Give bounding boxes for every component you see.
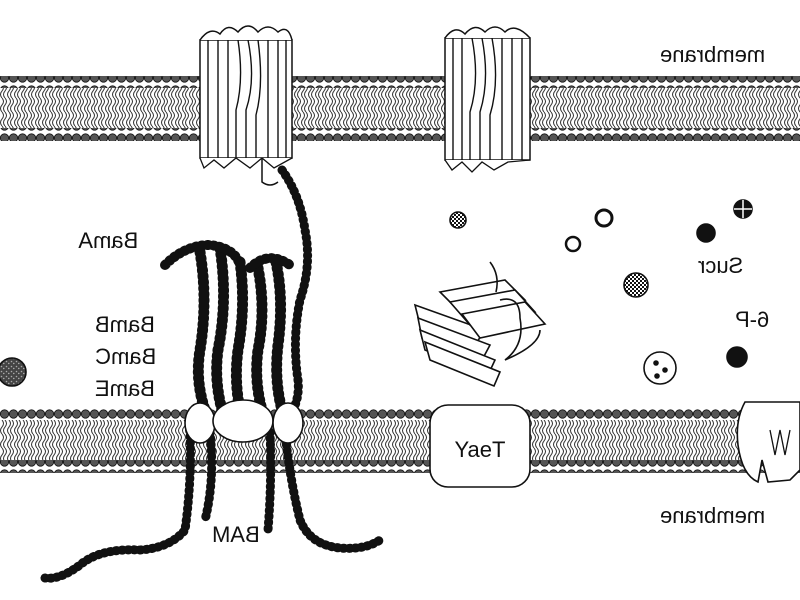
bam-complex-label: BAM — [212, 522, 260, 547]
bame-label: BamE — [95, 376, 155, 401]
outer-membrane-label: membrane — [660, 42, 765, 67]
bama-label: BamA — [78, 228, 138, 253]
molecule-2 — [594, 208, 614, 228]
molecule-3 — [564, 235, 582, 253]
small-molecules — [0, 199, 753, 387]
outer-membrane — [0, 76, 800, 141]
sucr-label: Sucr — [698, 253, 743, 278]
molecule-7 — [643, 351, 677, 385]
molecule-1 — [449, 211, 467, 229]
bamc-label: BamC — [95, 344, 156, 369]
yaet-label: YaeT — [455, 437, 506, 462]
barrel-protein-right — [444, 26, 531, 173]
molecule-5 — [696, 223, 716, 243]
periplasmic-sheet-protein — [413, 261, 547, 388]
six-p-label: 6-P — [735, 307, 769, 332]
molecule-8 — [726, 346, 748, 368]
inner-membrane-label: membrane — [660, 503, 765, 528]
bam-complex — [40, 165, 385, 583]
barrel-protein-left — [199, 25, 293, 186]
inner-membrane — [0, 407, 800, 473]
bamb-label: BamB — [95, 312, 155, 337]
text-labels: membrane membrane BamA BamB BamC BamE BA… — [78, 42, 769, 547]
molecule-6 — [623, 272, 649, 298]
molecule-9 — [0, 357, 27, 387]
transporter-protein — [736, 401, 800, 484]
yaet-protein: YaeT — [429, 404, 531, 488]
